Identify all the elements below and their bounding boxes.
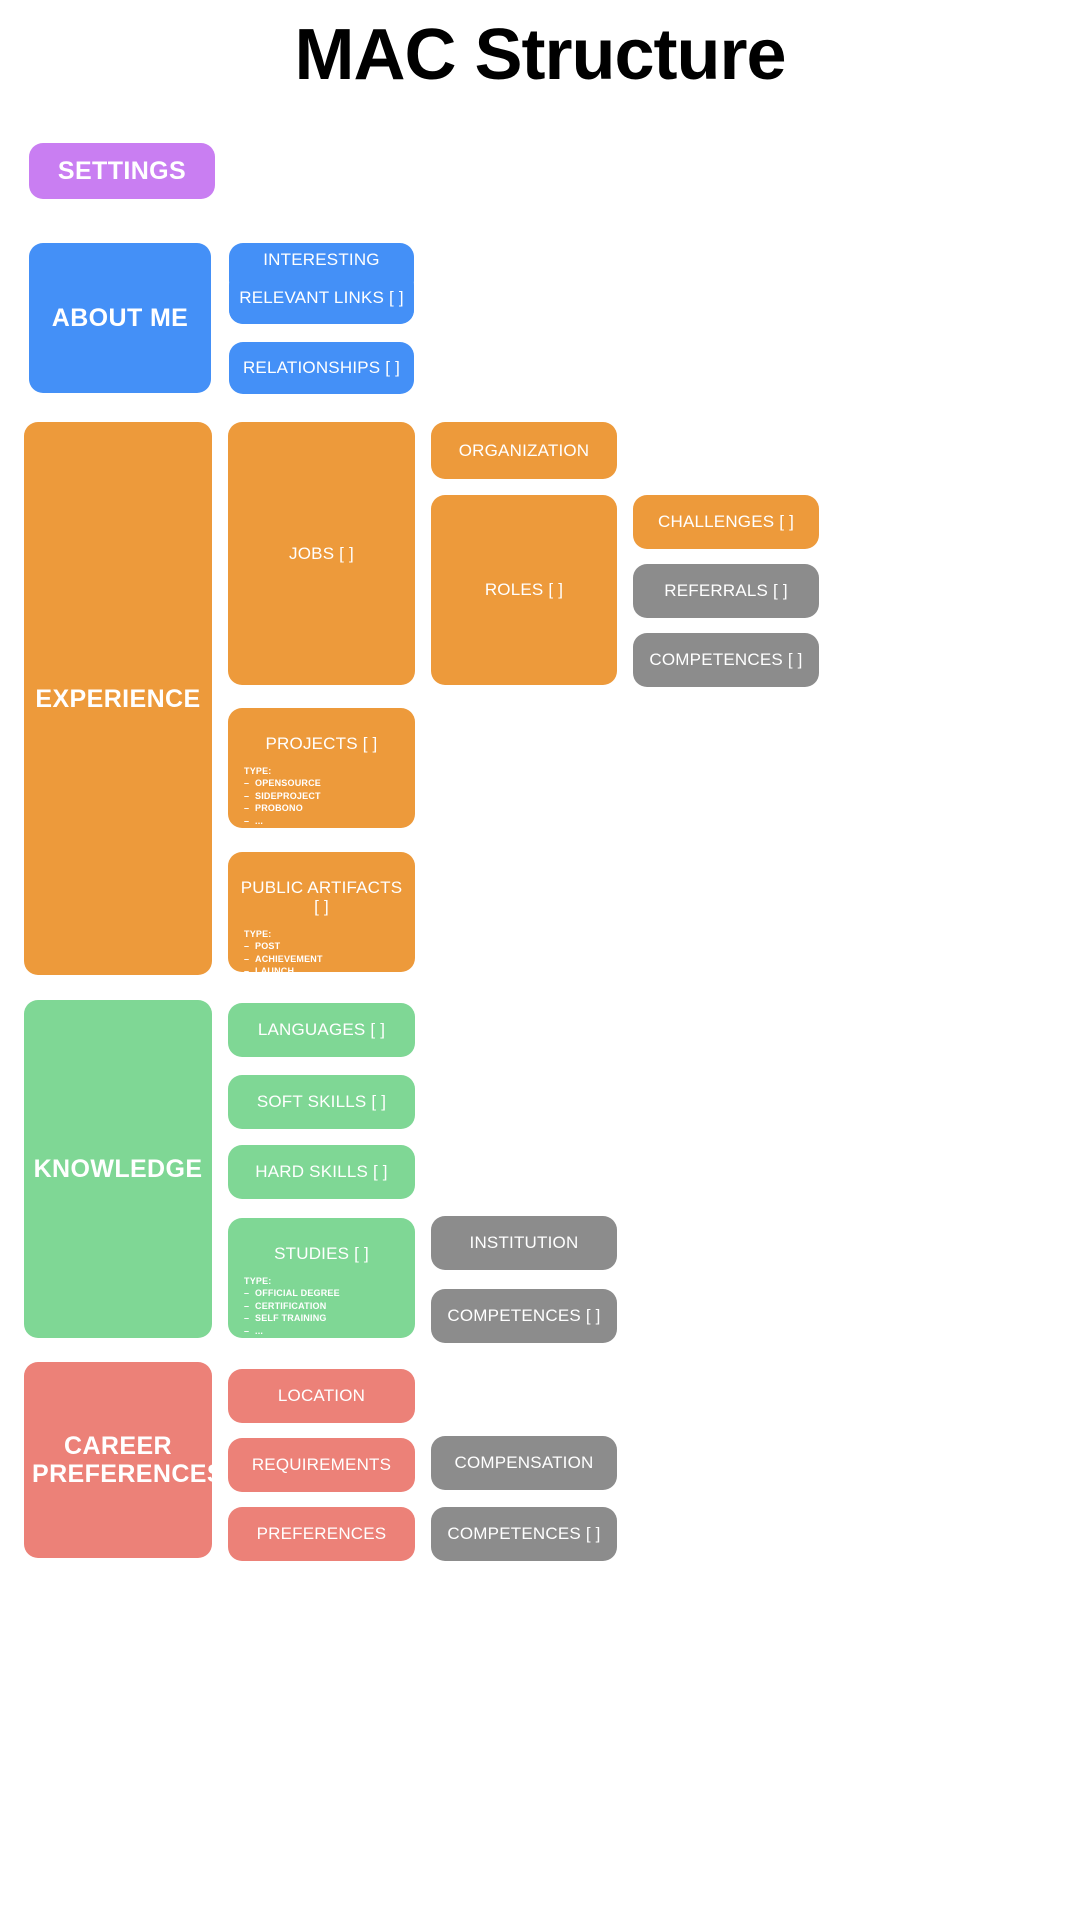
block-jobs-label: JOBS [ ]	[289, 543, 354, 563]
block-relationships[interactable]: RELATIONSHIPS [ ]	[229, 342, 414, 394]
block-institution-label: INSTITUTION	[469, 1233, 579, 1253]
block-organization-label: ORGANIZATION	[458, 440, 590, 460]
block-location-label: LOCATION	[277, 1386, 366, 1406]
block-soft-skills-label: SOFT SKILLS [ ]	[256, 1092, 387, 1112]
block-projects[interactable]: PROJECTS [ ] TYPE: –OPENSOURCE –SIDEPROJ…	[228, 708, 415, 828]
block-competences-knowledge[interactable]: COMPETENCES [ ]	[431, 1289, 617, 1343]
projects-type-heading: TYPE:	[244, 766, 272, 777]
block-about-me[interactable]: ABOUT ME	[29, 243, 211, 393]
projects-type-item: –SIDEPROJECT	[244, 790, 321, 801]
block-public-artifacts[interactable]: PUBLIC ARTIFACTS [ ] TYPE: –POST –ACHIEV…	[228, 852, 415, 989]
block-settings[interactable]: SETTINGS	[29, 143, 215, 199]
block-jobs[interactable]: JOBS [ ]	[228, 422, 415, 685]
public-artifacts-type-heading: TYPE:	[244, 929, 272, 940]
public-artifacts-type-item: –ACHIEVEMENT	[244, 953, 323, 964]
studies-type-item: –...	[244, 1325, 264, 1336]
studies-type-item: –SELF TRAINING	[244, 1313, 327, 1324]
block-soft-skills[interactable]: SOFT SKILLS [ ]	[228, 1075, 415, 1129]
block-referrals[interactable]: REFERRALS [ ]	[633, 564, 819, 618]
block-roles[interactable]: ROLES [ ]	[431, 495, 617, 685]
block-experience[interactable]: EXPERIENCE	[24, 422, 212, 975]
block-studies[interactable]: STUDIES [ ] TYPE: –OFFICIAL DEGREE –CERT…	[228, 1218, 415, 1338]
page-title: MAC Structure	[294, 15, 786, 95]
block-challenges-label: CHALLENGES [ ]	[657, 512, 794, 532]
block-knowledge-label: KNOWLEDGE	[33, 1155, 203, 1183]
block-compensation-label: COMPENSATION	[454, 1453, 594, 1473]
block-relevant-links[interactable]: RELEVANT LINKS [ ]	[229, 272, 414, 324]
public-artifacts-type-item: –...	[244, 978, 264, 989]
block-competences-experience[interactable]: COMPETENCES [ ]	[633, 633, 819, 687]
block-organization[interactable]: ORGANIZATION	[431, 422, 617, 479]
block-roles-label: ROLES [ ]	[484, 580, 564, 600]
block-career-preferences[interactable]: CAREER PREFERENCES	[24, 1362, 224, 1558]
block-challenges[interactable]: CHALLENGES [ ]	[633, 495, 819, 549]
projects-type-item: –PROBONO	[244, 803, 303, 814]
block-career-preferences-label: CAREER PREFERENCES	[32, 1432, 224, 1488]
studies-type-heading: TYPE:	[244, 1276, 272, 1287]
block-competences-knowledge-label: COMPETENCES [ ]	[447, 1306, 601, 1326]
block-preferences[interactable]: PREFERENCES	[228, 1507, 415, 1561]
projects-type-list: TYPE: –OPENSOURCE –SIDEPROJECT –PROBONO …	[228, 765, 415, 827]
block-projects-label: PROJECTS [ ]	[265, 734, 378, 753]
public-artifacts-type-item: –POST	[244, 941, 281, 952]
block-preferences-label: PREFERENCES	[256, 1524, 387, 1544]
block-relevant-links-label: RELEVANT LINKS [ ]	[239, 288, 404, 308]
public-artifacts-type-list: TYPE: –POST –ACHIEVEMENT –LAUNCH –...	[228, 928, 415, 990]
block-hard-skills-label: HARD SKILLS [ ]	[255, 1162, 388, 1182]
block-settings-label: SETTINGS	[57, 157, 187, 185]
block-knowledge[interactable]: KNOWLEDGE	[24, 1000, 212, 1338]
block-public-artifacts-label: PUBLIC ARTIFACTS [ ]	[240, 878, 403, 917]
projects-type-item: –...	[244, 815, 264, 826]
block-requirements[interactable]: REQUIREMENTS	[228, 1438, 415, 1492]
projects-type-item: –OPENSOURCE	[244, 778, 322, 789]
block-relationships-label: RELATIONSHIPS [ ]	[242, 358, 401, 378]
block-languages-label: LANGUAGES [ ]	[257, 1020, 386, 1040]
block-institution[interactable]: INSTITUTION	[431, 1216, 617, 1270]
block-competences-career[interactable]: COMPETENCES [ ]	[431, 1507, 617, 1561]
block-referrals-label: REFERRALS [ ]	[664, 581, 788, 601]
block-requirements-label: REQUIREMENTS	[251, 1455, 392, 1475]
block-about-me-label: ABOUT ME	[51, 304, 189, 332]
studies-type-list: TYPE: –OFFICIAL DEGREE –CERTIFICATION –S…	[228, 1275, 415, 1337]
studies-type-item: –CERTIFICATION	[244, 1300, 327, 1311]
studies-type-item: –OFFICIAL DEGREE	[244, 1288, 340, 1299]
block-languages[interactable]: LANGUAGES [ ]	[228, 1003, 415, 1057]
block-experience-label: EXPERIENCE	[35, 684, 201, 713]
block-competences-career-label: COMPETENCES [ ]	[447, 1524, 601, 1544]
block-studies-label: STUDIES [ ]	[274, 1244, 369, 1263]
block-competences-experience-label: COMPETENCES [ ]	[649, 650, 803, 670]
public-artifacts-type-item: –LAUNCH	[244, 966, 295, 977]
block-compensation[interactable]: COMPENSATION	[431, 1436, 617, 1490]
block-location[interactable]: LOCATION	[228, 1369, 415, 1423]
block-hard-skills[interactable]: HARD SKILLS [ ]	[228, 1145, 415, 1199]
